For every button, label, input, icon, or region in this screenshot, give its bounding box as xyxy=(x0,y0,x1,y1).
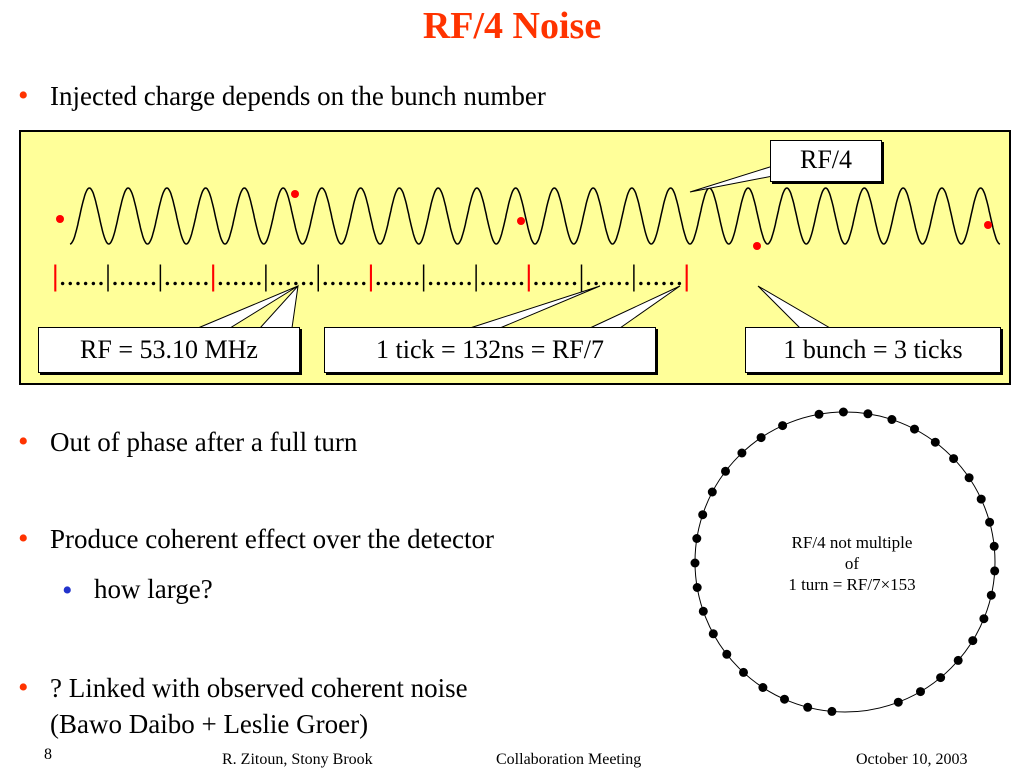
bullet-text: (Bawo Daibo + Leslie Groer) xyxy=(50,709,369,739)
callout-pointers xyxy=(197,165,832,329)
circle-dot xyxy=(953,655,963,665)
circle-dot xyxy=(986,590,996,600)
bullet-dot: • xyxy=(18,79,29,112)
circle-dot xyxy=(707,487,717,497)
rf-wave xyxy=(69,187,1001,245)
phase-dot xyxy=(984,221,992,229)
circle-dot xyxy=(910,424,919,434)
callout-bunch: 1 bunch = 3 ticks xyxy=(745,327,1001,373)
circle-dot xyxy=(989,541,999,551)
circle-dot xyxy=(692,534,702,543)
bullet-dot: • xyxy=(18,671,29,704)
circle-dot xyxy=(968,636,978,646)
circle-dot xyxy=(780,694,789,704)
circle-dot xyxy=(990,566,1000,576)
circle-dot xyxy=(979,614,989,624)
circle-dot xyxy=(737,448,747,458)
circle-dot xyxy=(863,409,873,419)
circle-dot xyxy=(985,517,995,527)
circle-dot xyxy=(722,649,732,659)
circle-dot xyxy=(893,697,903,707)
callout-rf4: RF/4 xyxy=(770,140,882,182)
circle-dot xyxy=(930,437,940,447)
footer-page-number: 8 xyxy=(44,746,52,763)
phase-dots xyxy=(56,190,992,250)
tick-segment: ......|......|...... xyxy=(216,259,368,292)
phase-dot xyxy=(517,217,525,225)
tick-red: | xyxy=(209,259,217,292)
bullet-text: Injected charge depends on the bunch num… xyxy=(50,81,546,111)
circle-dot xyxy=(690,558,700,568)
circle-dot xyxy=(814,409,824,419)
circle-dot xyxy=(803,702,813,712)
circle-caption-line: of xyxy=(844,554,860,573)
circle-dot xyxy=(838,407,848,417)
circle-dot xyxy=(698,510,708,520)
tick-red: | xyxy=(683,259,691,292)
circle-dot xyxy=(936,673,946,683)
phase-dot xyxy=(753,242,761,250)
circle-dot xyxy=(756,433,766,443)
circle-dots xyxy=(690,407,1000,716)
bullet-text: ? Linked with observed coherent noise xyxy=(50,673,468,703)
callout-rf-frequency: RF = 53.10 MHz xyxy=(38,327,300,373)
circle-dot xyxy=(949,454,959,464)
circle-dot xyxy=(758,683,768,692)
tick-segment: ......|......|...... xyxy=(374,259,526,292)
circle-caption-line: 1 turn = RF/7×153 xyxy=(788,575,916,594)
tick-red: | xyxy=(52,259,59,292)
circle-dot xyxy=(827,706,837,716)
footer-date: October 10, 2003 xyxy=(856,751,968,768)
circle-dot xyxy=(887,415,897,424)
circle-dot xyxy=(916,687,925,697)
tick-segment: ......|......|...... xyxy=(58,259,210,292)
circle-caption-line: RF/4 not multiple xyxy=(791,533,913,552)
bullet-text: Out of phase after a full turn xyxy=(50,427,358,457)
sub-bullet-text: how large? xyxy=(94,574,213,604)
circle-dot xyxy=(739,667,748,677)
tick-segment: ......|......|...... xyxy=(532,259,684,292)
sub-bullet-dot: • xyxy=(62,574,73,607)
callout-tick: 1 tick = 132ns = RF/7 xyxy=(324,327,656,373)
pointer-rf4 xyxy=(689,165,774,193)
phase-dot xyxy=(291,190,299,198)
tick-red: | xyxy=(367,259,375,292)
circle-dot xyxy=(692,583,702,592)
circle-caption: RF/4 not multiple of 1 turn = RF/7×153 xyxy=(747,532,957,595)
circle-dot xyxy=(976,494,986,504)
bullet-dot: • xyxy=(18,425,29,458)
footer-meeting: Collaboration Meeting xyxy=(496,751,642,768)
tick-red: | xyxy=(525,259,533,292)
phase-dot xyxy=(56,215,64,223)
circle-dot xyxy=(964,473,974,483)
circle-dot xyxy=(698,606,708,616)
circle-dot xyxy=(778,421,788,431)
bullet-dot: • xyxy=(18,522,29,555)
footer-author: R. Zitoun, Stony Brook xyxy=(222,751,373,768)
circle-dot xyxy=(708,629,718,639)
slide-title: RF/4 Noise xyxy=(422,5,602,47)
circle-dot xyxy=(721,466,730,476)
bullet-text: Produce coherent effect over the detecto… xyxy=(50,524,495,554)
ticks-line: |......|......|......|......|......|....… xyxy=(52,258,996,294)
